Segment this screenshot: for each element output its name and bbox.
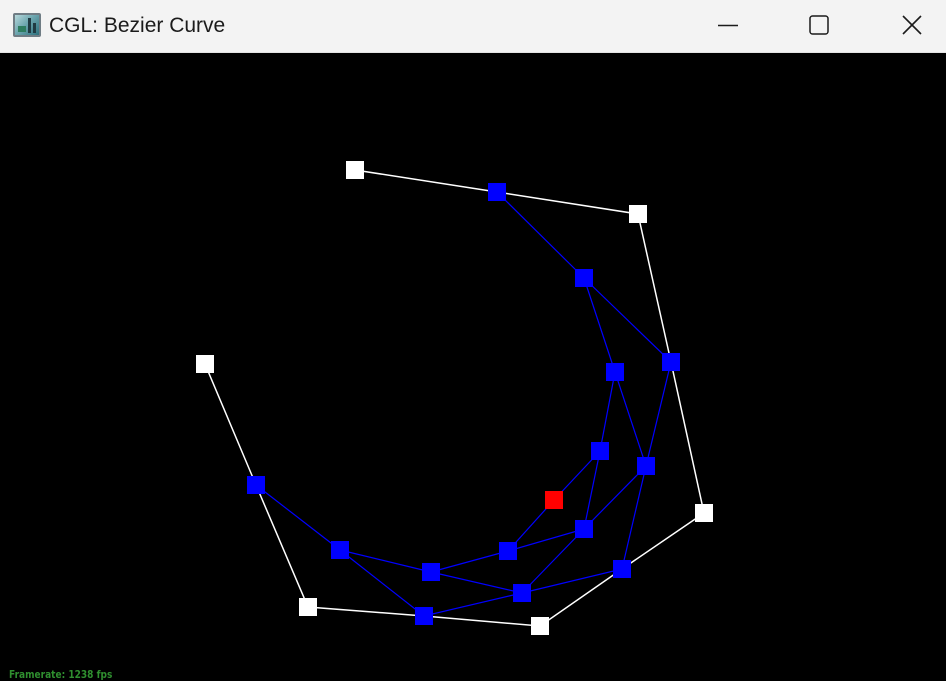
intermediate-point — [499, 542, 517, 560]
control-point[interactable] — [695, 504, 713, 522]
window-title: CGL: Bezier Curve — [49, 14, 226, 37]
control-point[interactable] — [196, 355, 214, 373]
intermediate-point — [662, 353, 680, 371]
app-icon[interactable] — [13, 13, 41, 37]
intermediate-point — [331, 541, 349, 559]
render-canvas[interactable] — [0, 53, 946, 681]
control-polygon-line — [204, 169, 705, 627]
control-point[interactable] — [531, 617, 549, 635]
intermediate-point — [591, 442, 609, 460]
framerate-label: Framerate: 1238 fps — [9, 668, 113, 681]
intermediate-point — [606, 363, 624, 381]
intermediate-line — [430, 371, 616, 573]
intermediate-point — [613, 560, 631, 578]
close-button[interactable] — [866, 0, 946, 53]
maximize-icon — [809, 15, 829, 35]
intermediate-point — [415, 607, 433, 625]
intermediate-point — [513, 584, 531, 602]
minimize-icon — [718, 24, 738, 27]
control-point[interactable] — [299, 598, 317, 616]
curve-point — [545, 491, 563, 509]
intermediate-point — [575, 269, 593, 287]
intermediate-line — [339, 277, 647, 594]
control-point[interactable] — [629, 205, 647, 223]
intermediate-point — [247, 476, 265, 494]
close-icon — [902, 15, 922, 35]
control-point[interactable] — [346, 161, 364, 179]
minimize-button[interactable] — [682, 0, 774, 53]
title-bar[interactable]: CGL: Bezier Curve — [0, 0, 946, 53]
intermediate-point — [575, 520, 593, 538]
intermediate-point — [422, 563, 440, 581]
intermediate-point — [488, 183, 506, 201]
intermediate-point — [637, 457, 655, 475]
maximize-button[interactable] — [774, 0, 866, 53]
